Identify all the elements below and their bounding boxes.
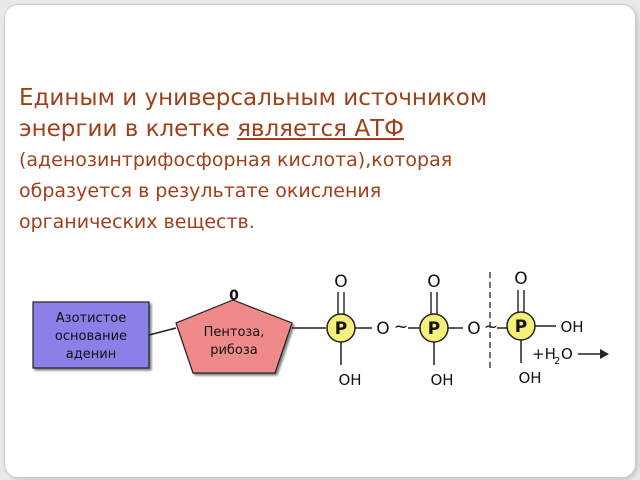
bond-base-sugar: [148, 327, 177, 336]
phosphate-2-label: P: [428, 319, 440, 339]
base-label-3: аденин: [66, 347, 116, 362]
intro-line-1: Единым и универсальным источником: [19, 85, 488, 111]
water-o: O: [561, 345, 573, 363]
intro-line-5: органических веществ.: [19, 211, 255, 233]
arrow-icon: [600, 349, 609, 359]
intro-text: Единым и универсальным источником энерги…: [19, 83, 619, 238]
bridge-oxygen-2: O: [467, 319, 480, 339]
water-plus-h: +H: [532, 345, 556, 363]
bridge-oxygen-1: O: [376, 319, 389, 339]
phosphate-1: O P OH: [326, 272, 362, 389]
phosphate-3-oh-bottom: OH: [518, 369, 541, 387]
sugar-label-2: рибоза: [210, 343, 258, 358]
phosphate-3-label: P: [515, 317, 527, 337]
base-label-2: основание: [55, 329, 127, 344]
phosphate-3-top-oxygen: O: [514, 269, 527, 289]
slide: Единым и универсальным источником энерги…: [4, 4, 636, 478]
base-label-1: Азотистое: [56, 311, 126, 326]
high-energy-bond-2: ~: [484, 317, 498, 337]
intro-line-4: образуется в результате окисления: [19, 180, 382, 202]
phosphate-2: O P OH: [419, 272, 454, 389]
phosphate-3: O P OH OH: [506, 269, 584, 387]
water-addition: +H 2 O: [532, 345, 609, 367]
phosphate-2-top-oxygen: O: [427, 272, 440, 292]
intro-line-2: энергии в клетке: [19, 116, 238, 142]
sugar-label-1: Пентоза,: [204, 325, 265, 340]
phosphate-3-oh-right: OH: [560, 318, 583, 336]
adenine-box: Азотистое основание аденин: [32, 301, 150, 369]
phosphate-1-label: P: [335, 319, 347, 339]
high-energy-bond-1: ~: [394, 317, 408, 337]
water-subscript: 2: [554, 356, 560, 367]
phosphate-1-oh: OH: [338, 371, 361, 389]
phosphate-1-top-oxygen: O: [334, 272, 347, 292]
ribose-pentagon: 0 Пентоза, рибоза: [175, 288, 293, 374]
phosphate-2-oh: OH: [430, 371, 453, 389]
intro-line-3: (аденозинтрифосфорная кислота),которая: [19, 149, 453, 171]
atp-link[interactable]: является АТФ: [237, 116, 404, 142]
sugar-ring-oxygen: 0: [229, 288, 239, 304]
